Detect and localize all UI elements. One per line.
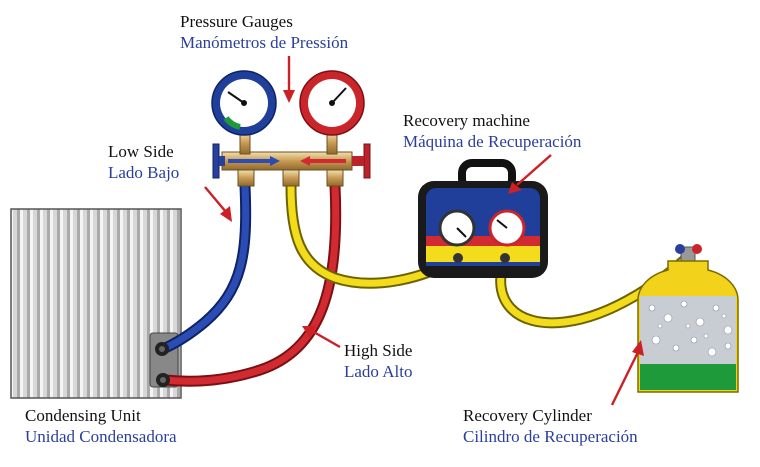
label-recovery-cylinder: Recovery Cylinder Cilindro de Recuperaci… [463,405,638,447]
recovery-cylinder [637,244,739,393]
label-low-side-es: Lado Bajo [108,163,180,182]
label-recovery-machine-es: Máquina de Recuperación [403,132,582,151]
low-side-hose [157,180,252,355]
condensing-unit [10,208,182,399]
label-low-side: Low Side Lado Bajo [108,141,179,183]
high-pressure-gauge [299,70,365,136]
low-pressure-gauge [211,70,277,136]
label-pressure-gauges: Pressure Gauges Manómetros de Pressión [180,11,348,53]
label-high-side-en: High Side [344,341,413,360]
label-recovery-cylinder-en: Recovery Cylinder [463,406,592,425]
label-recovery-machine-en: Recovery machine [403,111,530,130]
label-high-side-es: Lado Alto [344,362,413,381]
label-condensing-unit-es: Unidad Condensadora [25,427,177,446]
label-condensing-unit: Condensing Unit Unidad Condensadora [25,405,177,447]
recovery-machine [418,159,548,278]
label-pressure-gauges-es: Manómetros de Pressión [180,33,349,52]
label-recovery-cylinder-es: Cilindro de Recuperación [463,427,638,446]
service-port-low [155,342,169,356]
label-pressure-gauges-en: Pressure Gauges [180,12,293,31]
high-side-hose [159,180,342,387]
label-recovery-machine: Recovery machine Máquina de Recuperación [403,110,581,152]
label-high-side: High Side Lado Alto [344,340,412,382]
manifold-gauge-set [212,131,371,187]
service-port-high [156,373,170,387]
pointer-arrows [204,56,644,406]
label-condensing-unit-en: Condensing Unit [25,406,141,425]
label-low-side-en: Low Side [108,142,174,161]
